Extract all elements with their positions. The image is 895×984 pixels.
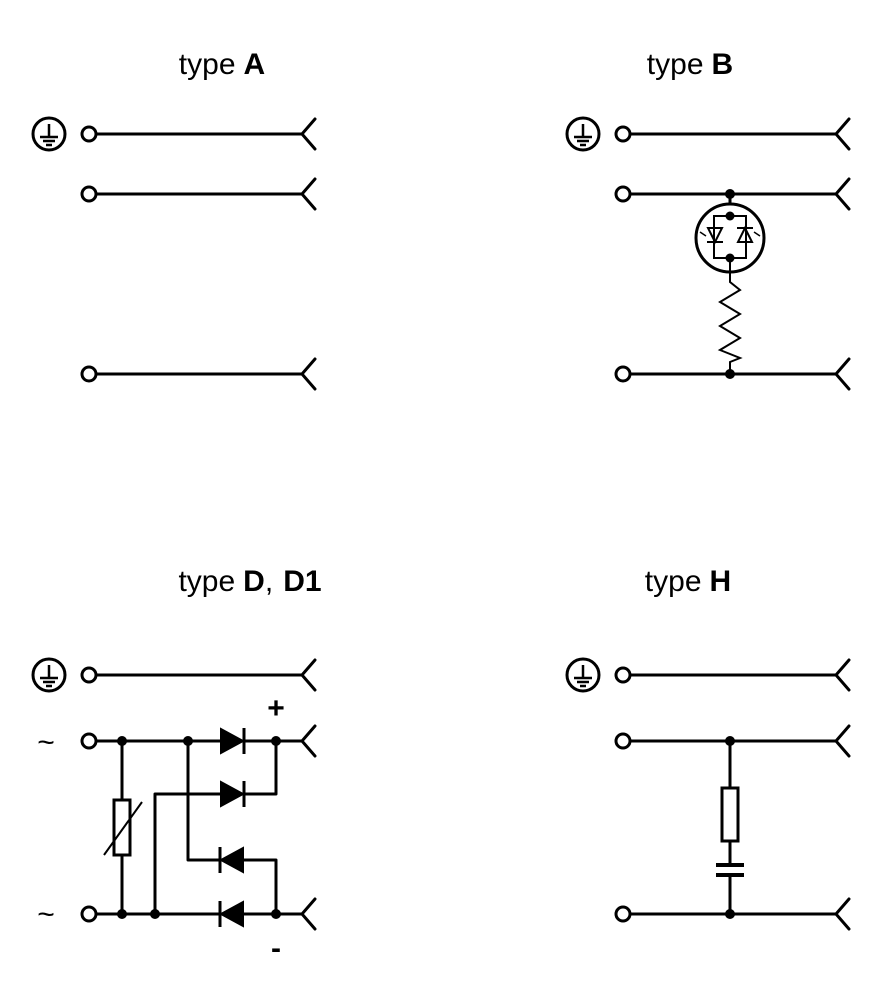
terminal bbox=[80, 666, 98, 684]
diode-icon bbox=[218, 900, 244, 928]
ground-icon bbox=[565, 657, 601, 693]
resistor-icon bbox=[720, 786, 740, 843]
terminal bbox=[614, 666, 632, 684]
socket-icon bbox=[300, 724, 317, 758]
diode-icon bbox=[220, 780, 246, 808]
diode-icon bbox=[218, 846, 244, 874]
resistor-icon bbox=[717, 258, 743, 374]
socket-icon bbox=[300, 177, 317, 211]
socket-icon bbox=[834, 357, 851, 391]
terminal bbox=[80, 905, 98, 923]
ac-symbol: ~ bbox=[37, 898, 55, 931]
plus-label: + bbox=[267, 692, 285, 725]
socket-icon bbox=[834, 897, 851, 931]
ground-icon bbox=[31, 657, 67, 693]
socket-icon bbox=[300, 357, 317, 391]
terminal bbox=[614, 125, 632, 143]
socket-icon bbox=[300, 658, 317, 692]
capacitor-icon bbox=[716, 863, 744, 877]
terminal bbox=[80, 732, 98, 750]
terminal bbox=[80, 365, 98, 383]
socket-icon bbox=[300, 897, 317, 931]
varistor-icon bbox=[103, 798, 143, 857]
ac-symbol: ~ bbox=[37, 726, 55, 759]
socket-icon bbox=[300, 117, 317, 151]
terminal bbox=[614, 365, 632, 383]
terminal bbox=[614, 905, 632, 923]
socket-icon bbox=[834, 177, 851, 211]
socket-icon bbox=[834, 117, 851, 151]
terminal bbox=[80, 125, 98, 143]
minus-label: - bbox=[271, 932, 281, 965]
terminal bbox=[614, 185, 632, 203]
ground-icon bbox=[565, 116, 601, 152]
ground-icon bbox=[31, 116, 67, 152]
socket-icon bbox=[834, 658, 851, 692]
diode-icon bbox=[220, 727, 246, 755]
terminal bbox=[80, 185, 98, 203]
socket-icon bbox=[834, 724, 851, 758]
terminal bbox=[614, 732, 632, 750]
